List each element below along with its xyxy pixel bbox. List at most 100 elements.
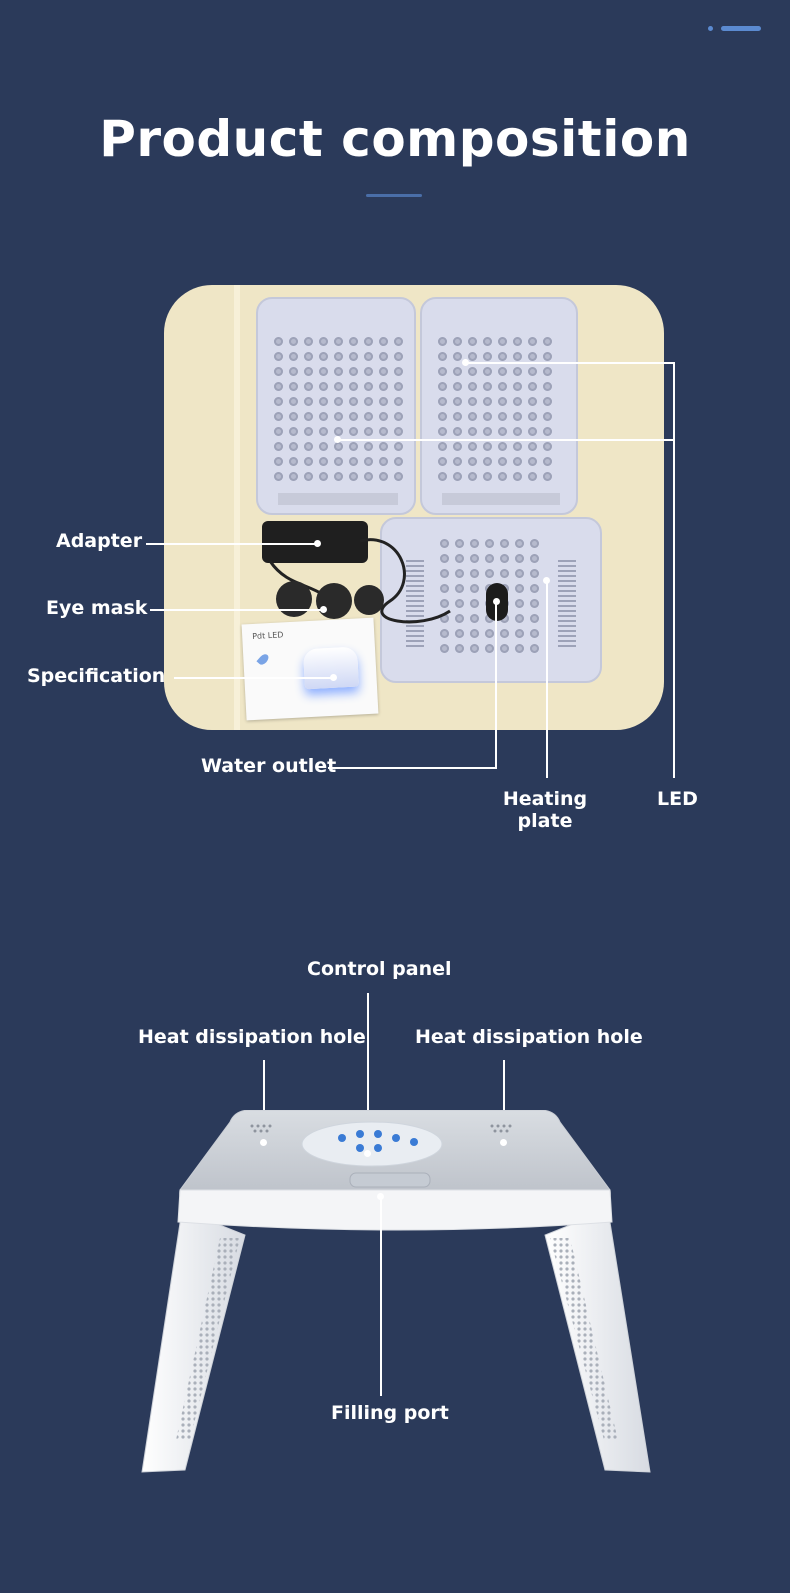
specification-manual: Pdt LED	[241, 617, 379, 721]
led-bulb	[440, 614, 449, 623]
heat-hole-right-callout-dot	[500, 1139, 507, 1146]
led-bulb	[500, 554, 509, 563]
led-bulb	[289, 412, 298, 421]
led-bulb	[483, 412, 492, 421]
led-bulb	[334, 472, 343, 481]
led-bulb	[455, 599, 464, 608]
eye-mask-image	[276, 581, 312, 617]
led-bulb	[289, 367, 298, 376]
water-drop-icon	[256, 652, 271, 667]
led-bulb	[289, 427, 298, 436]
led-bulb	[455, 629, 464, 638]
led-bulb	[528, 367, 537, 376]
led-bulb	[485, 539, 494, 548]
led-bulb	[530, 554, 539, 563]
heat-hole-left-callout-line	[263, 1060, 265, 1142]
led-bulb	[500, 629, 509, 638]
eye-mask-label: Eye mask	[46, 597, 148, 619]
control-panel-label: Control panel	[307, 958, 452, 980]
led-bulb	[440, 599, 449, 608]
led-bulb	[498, 427, 507, 436]
led-bulb	[513, 412, 522, 421]
led-bulb	[515, 539, 524, 548]
led-bulb	[498, 352, 507, 361]
water-outlet-label: Water outlet	[201, 755, 337, 777]
led-bulb	[468, 382, 477, 391]
led-bulb	[364, 457, 373, 466]
led-bulb	[274, 337, 283, 346]
led-bulb	[513, 337, 522, 346]
eye-mask-image	[354, 585, 384, 615]
header-bar-decoration	[721, 26, 761, 31]
led-bulb	[319, 442, 328, 451]
led-bulb	[438, 457, 447, 466]
led-bulb	[498, 367, 507, 376]
heating-plate-callout-line	[546, 580, 548, 778]
led-bulb	[394, 427, 403, 436]
led-bulb	[349, 457, 358, 466]
photo-background-strip	[234, 285, 240, 730]
led-bulb	[485, 629, 494, 638]
led-bulb	[543, 457, 552, 466]
led-bulb	[274, 367, 283, 376]
led-bulb	[364, 337, 373, 346]
specification-callout-dot	[330, 674, 337, 681]
led-bulb	[274, 352, 283, 361]
led-bulb	[470, 584, 479, 593]
led-device-drawing	[141, 1110, 651, 1473]
led-bulb	[530, 614, 539, 623]
led-bulb	[513, 457, 522, 466]
panel-vent	[442, 493, 560, 505]
led-bulb	[515, 644, 524, 653]
led-bulb	[438, 412, 447, 421]
led-bulb	[364, 427, 373, 436]
led-bulb	[528, 352, 537, 361]
led-bulb	[468, 352, 477, 361]
led-bulb	[498, 472, 507, 481]
led-bulb	[319, 352, 328, 361]
led-bulb	[500, 614, 509, 623]
led-bulb	[485, 644, 494, 653]
led-bulb	[513, 442, 522, 451]
led-bulb	[319, 412, 328, 421]
led-bulb	[483, 427, 492, 436]
led-bulb	[379, 442, 388, 451]
led-bulb	[515, 629, 524, 638]
led-panel-top-left	[256, 297, 416, 515]
led-bulb	[543, 367, 552, 376]
led-bulb	[543, 382, 552, 391]
led-bulb	[528, 397, 537, 406]
led-bulb	[513, 352, 522, 361]
led-bulb	[364, 352, 373, 361]
manual-title: Pdt LED	[251, 630, 284, 641]
led-bulb	[379, 397, 388, 406]
led-bulb	[319, 382, 328, 391]
led-bulb	[453, 352, 462, 361]
led-bulb	[274, 457, 283, 466]
led-bulb	[515, 554, 524, 563]
led-bulb	[530, 539, 539, 548]
led-bulb	[319, 397, 328, 406]
led-bulb	[349, 442, 358, 451]
led-bulb	[468, 337, 477, 346]
led-bulb	[304, 427, 313, 436]
led-bulb	[438, 427, 447, 436]
led-bulb	[530, 599, 539, 608]
led-bulb	[483, 472, 492, 481]
eye-mask-image	[316, 583, 352, 619]
heating-plate-label-line1: Heating	[502, 788, 588, 810]
led-bulb	[543, 427, 552, 436]
led-bulb	[498, 412, 507, 421]
control-panel-callout-dot	[364, 1150, 371, 1157]
led-bulb	[543, 442, 552, 451]
led-bulb	[455, 554, 464, 563]
led-bulb	[379, 352, 388, 361]
led-bulb	[483, 382, 492, 391]
led-bulb	[513, 397, 522, 406]
filling-port-callout-line	[380, 1196, 382, 1396]
led-bulb	[440, 539, 449, 548]
led-bulb	[394, 367, 403, 376]
led-bulb	[334, 352, 343, 361]
led-bulb	[274, 442, 283, 451]
led-bulb	[438, 397, 447, 406]
